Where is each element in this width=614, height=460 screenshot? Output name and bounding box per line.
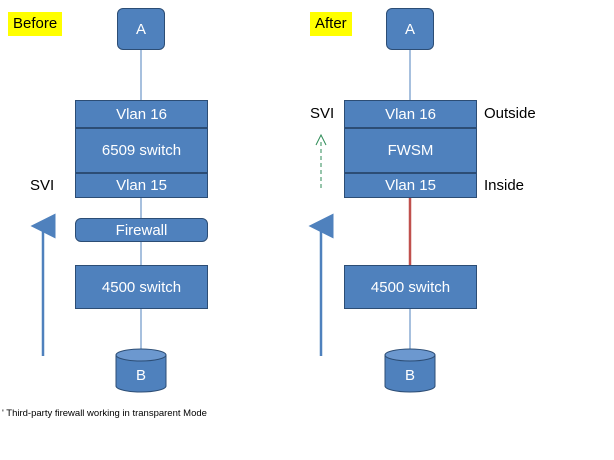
before-firewall-box: Firewall <box>75 218 208 242</box>
after-node-b-cylinder <box>384 348 436 393</box>
before-6509-switch-box: 6509 switch <box>75 128 208 173</box>
before-vlan16-box: Vlan 16 <box>75 100 208 128</box>
before-tag: Before <box>8 12 63 36</box>
before-node-b-label: B <box>136 367 147 384</box>
after-svi-label: SVI <box>310 105 335 122</box>
after-dashed-arrow <box>315 133 327 188</box>
footnote: ' Third-party firewall working in transp… <box>2 408 207 419</box>
before-svi-label: SVI <box>30 177 55 194</box>
before-vlan15-box: Vlan 15 <box>75 173 208 198</box>
after-tag: After <box>310 12 352 36</box>
before-node-b-cylinder <box>115 348 167 393</box>
after-vlan16-box: Vlan 16 <box>344 100 477 128</box>
after-node-a: A <box>386 8 434 50</box>
after-vlan15-box: Vlan 15 <box>344 173 477 198</box>
before-4500-switch-box: 4500 switch <box>75 265 208 309</box>
after-inside-label: Inside <box>484 177 525 194</box>
after-outside-label: Outside <box>484 105 536 122</box>
after-4500-switch-box: 4500 switch <box>344 265 477 309</box>
before-node-a: A <box>117 8 165 50</box>
after-fwsm-box: FWSM <box>344 128 477 173</box>
after-node-b-label: B <box>405 367 416 384</box>
